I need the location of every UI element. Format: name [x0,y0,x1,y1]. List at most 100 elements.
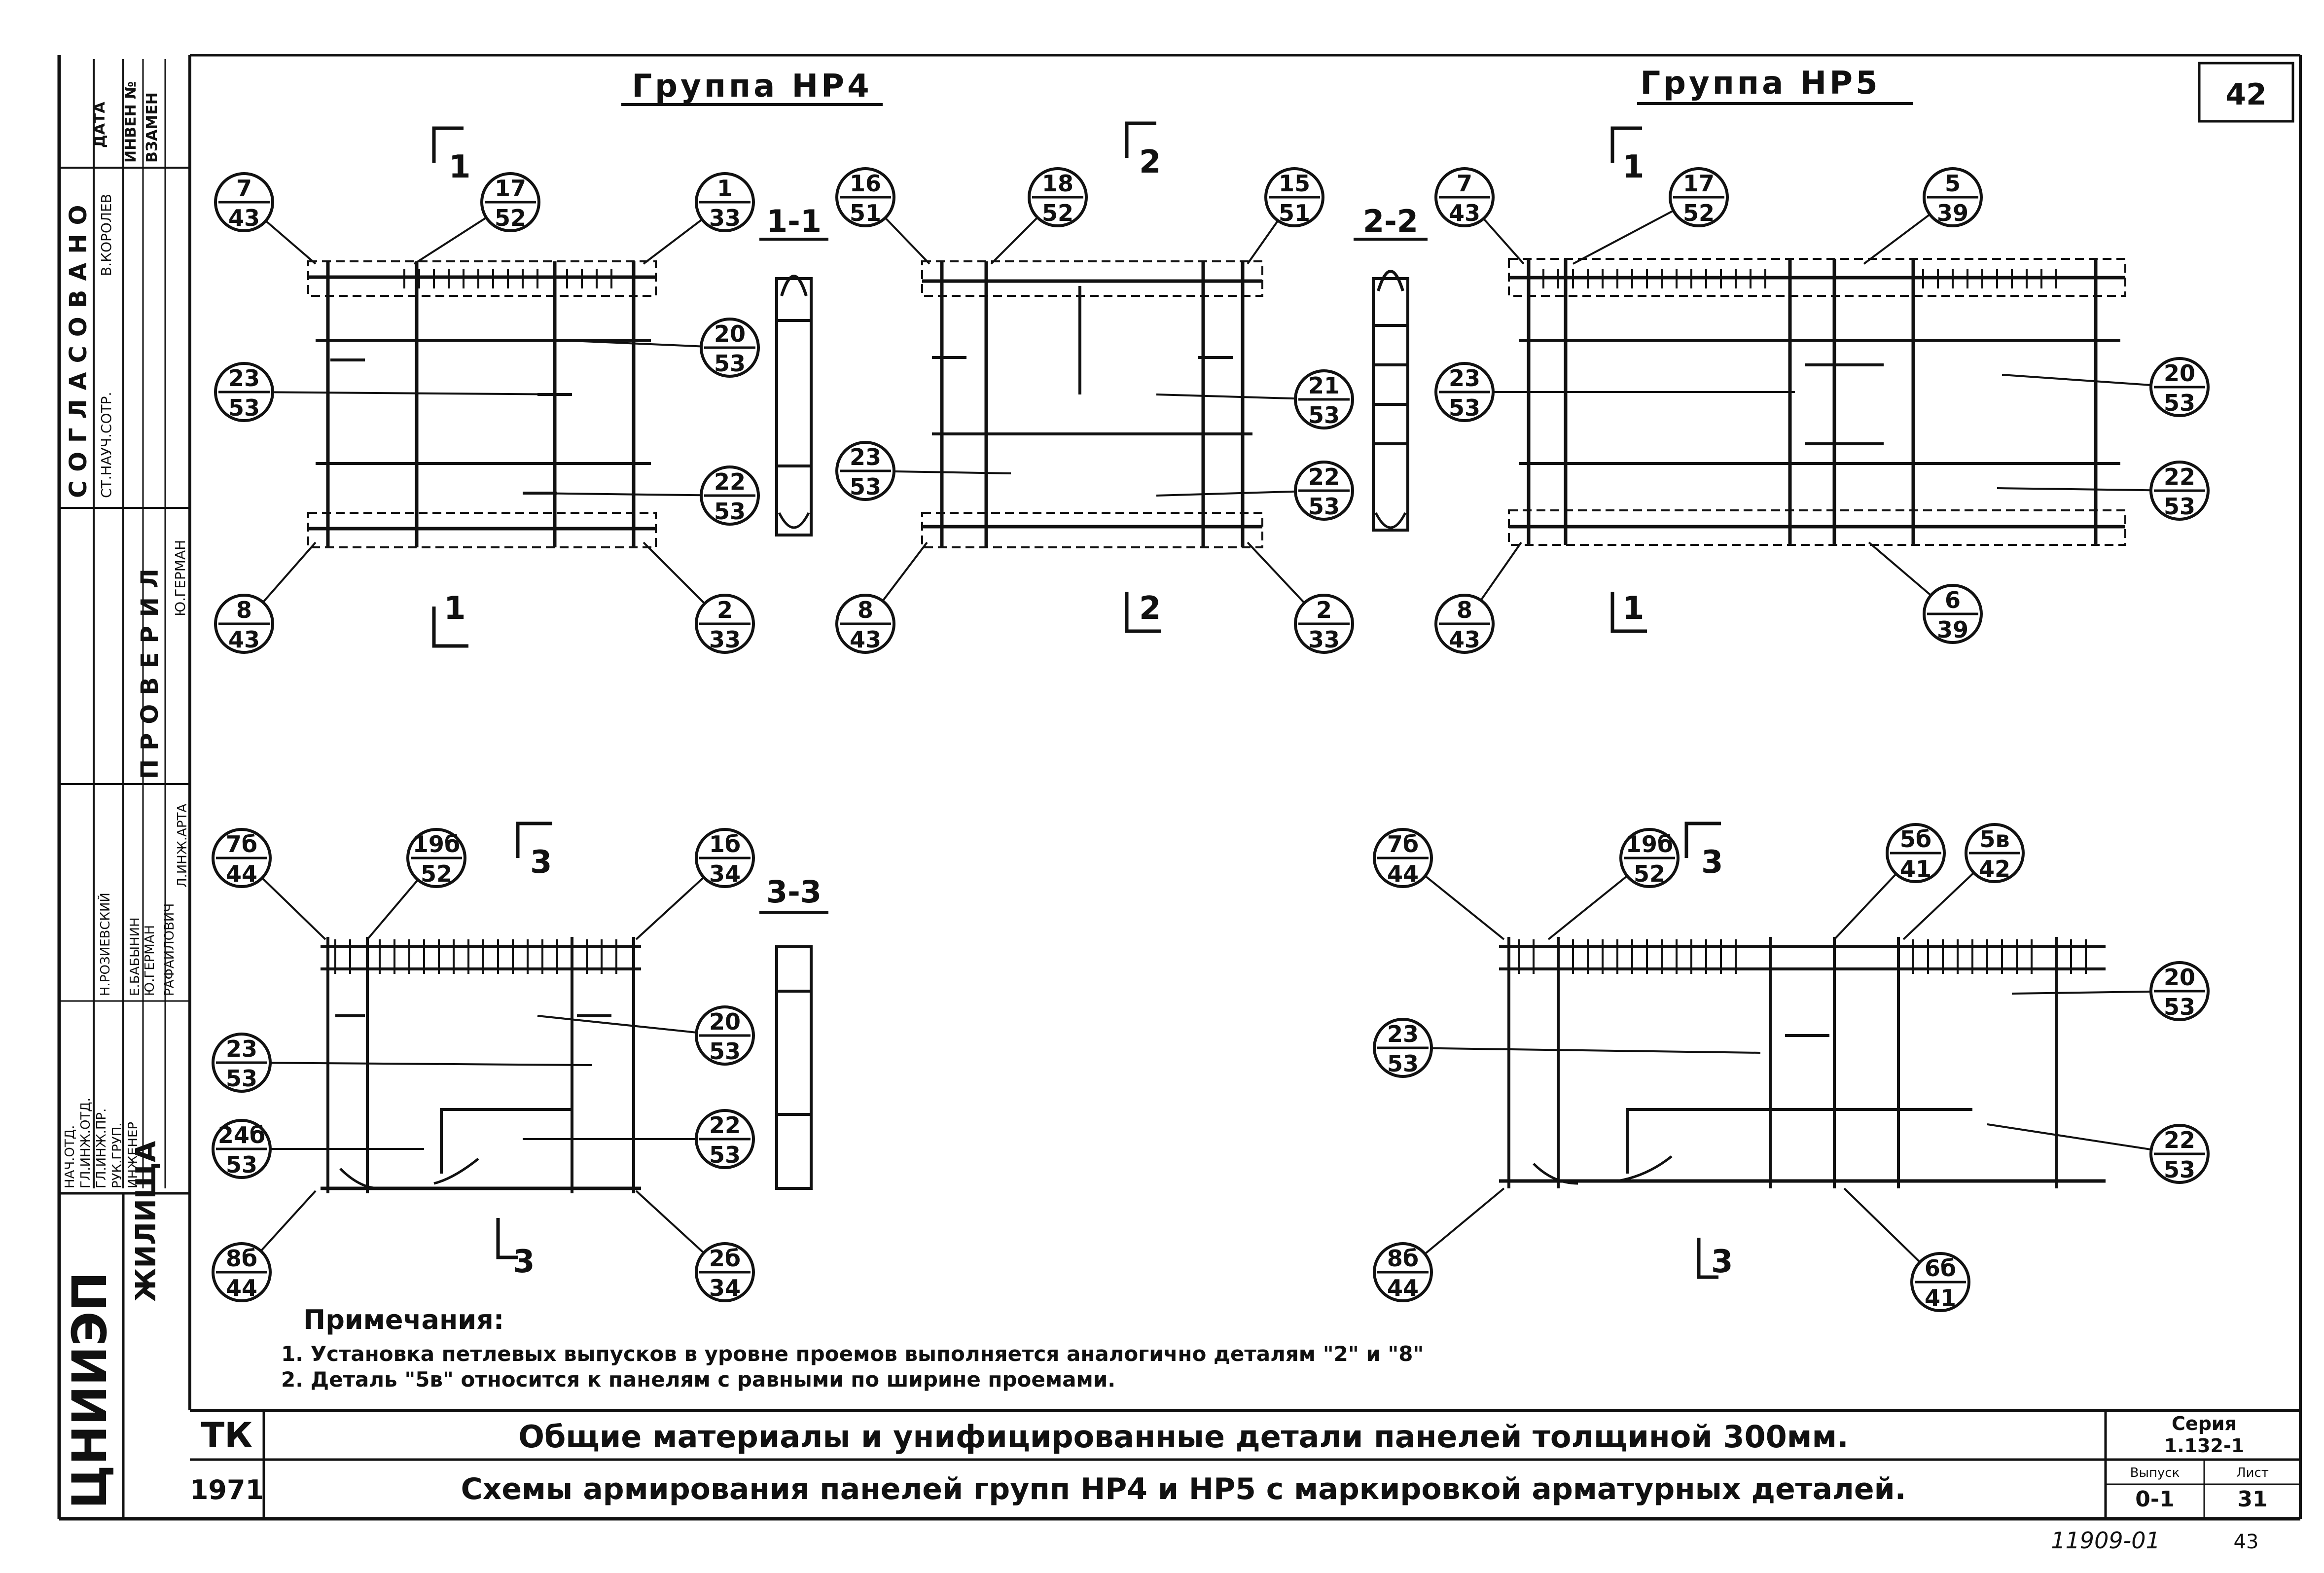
callout-detail-mark: 7б [1387,831,1419,858]
callout-c8: 639 [1868,541,1983,644]
callout-leader [1156,393,1296,400]
callout-leader [1247,541,1305,604]
note-1: 1. Установка петлевых выпусков в уровне … [281,1342,1424,1366]
cut-label-3-bottom-right: 3 [1711,1244,1733,1280]
cut-label-3-top-right: 3 [1701,844,1723,881]
callout-leader [643,541,706,605]
callout-sheet-ref: 43 [1449,626,1480,653]
callout-detail-mark: 23 [850,444,881,470]
callout-leader [1987,1123,2151,1151]
callout-leader [1483,218,1525,265]
callout-sheet-ref: 53 [2164,1156,2195,1183]
section-3-3-label: 3-3 [766,874,822,910]
callout-detail-mark: 20 [709,1008,741,1035]
callout-detail-mark: 22 [1308,464,1340,490]
callout-sheet-ref: 52 [495,205,526,231]
callout-leader [272,391,572,395]
section-2-2-label: 2-2 [1363,203,1418,239]
sheet-label: Лист [2236,1466,2269,1480]
callout-a7: 843 [214,541,317,654]
callout-sheet-ref: 53 [1308,493,1340,520]
callout-leader [1868,541,1932,596]
callout-detail-mark: 8 [858,597,873,623]
callout-detail-mark: 16 [850,170,881,197]
callout-detail-mark: 17 [1683,170,1715,197]
callout-sheet-ref: 53 [709,1142,741,1168]
title-block-frame [190,1409,2300,1519]
callout-detail-mark: 7 [1457,170,1472,197]
cut-label-1-bottom-right: 1 [1622,590,1645,627]
callout-c3: 539 [1863,167,1983,265]
callout-a3: 133 [643,172,755,265]
issue-label: Выпуск [2130,1466,2180,1480]
callout-sheet-ref: 51 [850,200,881,226]
callout-sheet-ref: 53 [850,473,881,500]
callout-leader [1431,1047,1761,1054]
callout-leader [2011,990,2151,995]
callout-leader [884,217,930,265]
callout-sheet-ref: 41 [1925,1285,1956,1311]
callout-leader [413,216,487,265]
callout-detail-mark: 20 [714,321,746,347]
callout-c1: 743 [1434,167,1525,265]
callout-leader [1573,210,1674,265]
callout-sheet-ref: 43 [228,626,260,653]
archive-number: 11909-01 [2051,1527,2160,1554]
title-year: 1971 [190,1474,264,1505]
callout-detail-mark: 2 [1316,597,1332,623]
callout-leader [1863,214,1931,265]
cut-label-3-bottom-left: 3 [513,1244,535,1280]
callout-detail-mark: 22 [2164,1127,2195,1153]
callout-detail-mark: 19б [1626,831,1673,858]
callouts-layer: 7431752133205323532253843233165118521551… [212,167,2210,1312]
callout-sheet-ref: 53 [228,394,260,421]
callout-leader [1480,541,1522,601]
callout-leader [2002,374,2151,386]
callout-sheet-ref: 53 [709,1038,741,1065]
stamp-role-1: НАЧ.ОТД. [63,1125,77,1188]
callout-sheet-ref: 44 [226,860,257,887]
callout-sheet-ref: 53 [226,1065,257,1092]
callout-leader [366,879,419,940]
callout-sheet-ref: 52 [1683,200,1715,226]
series-value: 1.132-1 [2164,1435,2244,1457]
stamp-role-2: ГЛ.ИНЖ.ОТД. [78,1098,93,1188]
callout-sheet-ref: 44 [1387,1275,1419,1301]
panel-hp5-3 [1499,937,2106,1188]
callout-sheet-ref: 44 [1387,860,1419,887]
stamp-approvals-role: СТ.НАУЧ.СОТР. [98,392,114,498]
side-stamp [59,59,190,1519]
callout-detail-mark: 8б [226,1245,257,1272]
callout-detail-mark: 2 [717,597,733,623]
callout-detail-mark: 7 [236,175,252,202]
stamp-checked-name: Ю.ГЕРМАН [172,540,188,616]
stamp-role-4: РУК.ГРУП. [110,1123,125,1188]
panel-hp4-2 [921,260,1263,548]
callout-sheet-ref: 43 [228,205,260,231]
callout-leader [527,492,702,497]
group-hp4-heading: Группа НР4 [632,68,872,105]
callout-sheet-ref: 43 [1449,200,1480,226]
page-number: 42 [2225,77,2267,112]
notes-heading: Примечания: [303,1304,504,1335]
callout-leader [260,1190,317,1252]
cut-label-1-top-left: 1 [449,149,471,185]
callout-detail-mark: 1б [709,831,741,858]
callout-leader [262,541,317,603]
stamp-inventory-header: ИНВЕН № [122,81,140,163]
